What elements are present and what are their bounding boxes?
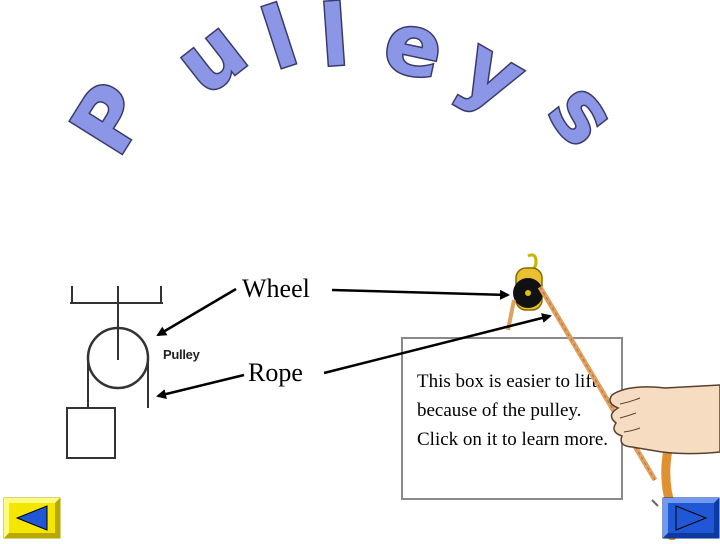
title-letter: s — [529, 64, 637, 164]
forward-button[interactable] — [662, 497, 720, 539]
title-letter: l — [317, 0, 353, 86]
title-letter: P — [52, 66, 168, 170]
title-letter: u — [157, 0, 264, 114]
title-letter: y — [445, 16, 541, 128]
title-letter: e — [376, 0, 452, 99]
triangle-left-icon — [3, 497, 61, 539]
triangle-right-icon — [662, 497, 720, 539]
wheel-label: Wheel — [242, 274, 310, 303]
info-box-text: This box is easier to lift because of th… — [417, 371, 609, 450]
pulley-diagram-label: Pulley — [163, 347, 200, 362]
back-button[interactable] — [3, 497, 61, 539]
page-title: P u l l e y s — [50, 0, 638, 172]
info-box[interactable]: This box is easier to lift because of th… — [401, 337, 623, 500]
rope-label: Rope — [248, 358, 303, 387]
